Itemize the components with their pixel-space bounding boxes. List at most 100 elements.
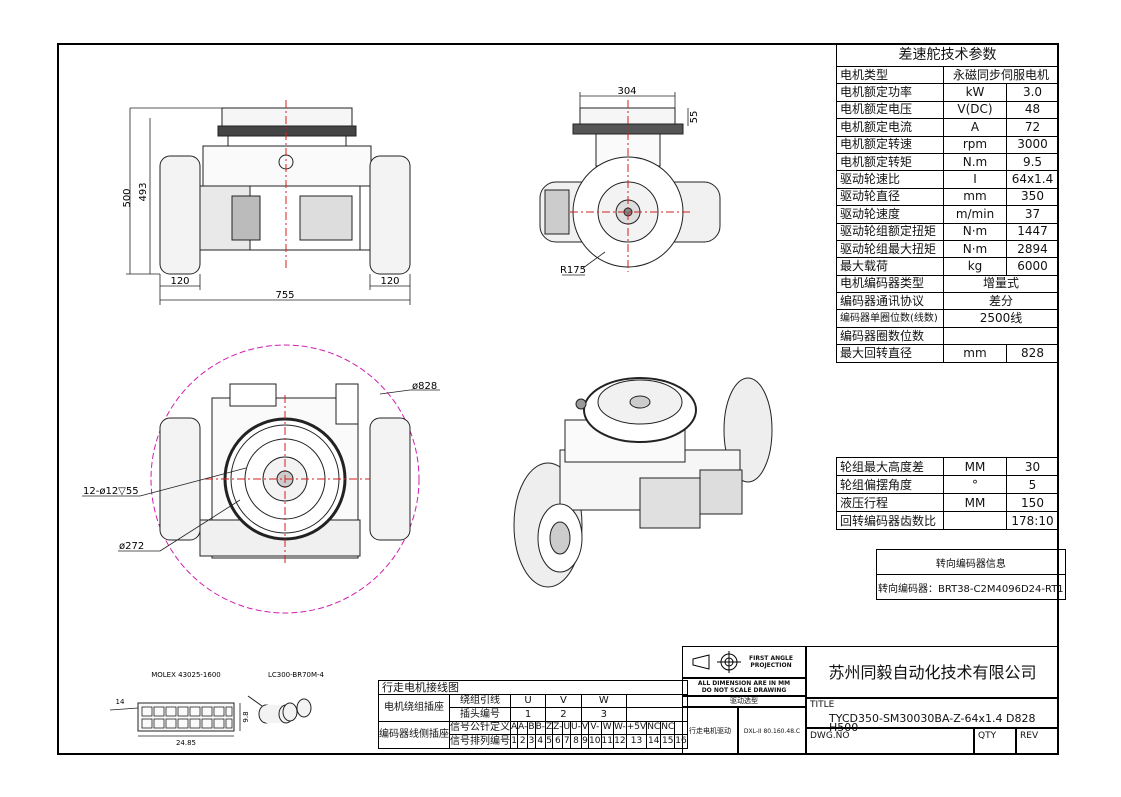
dim-755: 755 [275,290,294,301]
spec-name: 驱动轮组额定扭矩 [836,222,944,241]
dim-r175: R175 [560,265,586,276]
signal-pin-label: 信号公针定义 [449,720,511,735]
signal-pin: A [509,720,519,735]
dim-holes: 12-ø12▽55 [83,486,139,497]
spec-name: 电机额定电压 [836,100,944,120]
signal-pin: Z- [552,720,564,735]
plug-number-label: 插头编号 [449,707,511,722]
spec2-unit: MM [943,493,1007,512]
spec-name: 最大回转直径 [836,344,944,363]
pin-number: 1 [509,734,519,749]
encoder-model: 转向编码器：BRT38-C2M4096D24-RT1 [876,574,1066,600]
phase-lead: W [580,693,627,708]
spec-value: 2500线 [943,309,1059,328]
spec-unit: kW [943,83,1007,102]
encoder-title: 转向编码器信息 [876,549,1066,575]
phase-spacer [625,693,688,708]
phase-spacer [625,707,688,722]
drive-value: DXL-II 80.160.48.C [738,707,806,755]
molex-height: 9.8 [242,711,250,722]
spec-unit: I [943,170,1007,189]
molex-connector [109,702,241,737]
spec-unit: m/min [943,205,1007,224]
spec-name: 驱动轮组最大扭矩 [836,239,944,259]
spec-name: 编码器通讯协议 [836,292,944,311]
winding-lead-label: 绕组引线 [449,693,511,708]
spec-name: 最大载荷 [836,257,944,276]
isometric-view [513,377,773,588]
dim-120-right: 120 [380,276,399,287]
signal-pin: W- [612,720,627,735]
signal-pin: NC [660,720,676,735]
pin-number: 2 [517,734,529,749]
spec-name: 电机额定转矩 [836,152,944,172]
side-view [539,92,721,276]
spec2-name: 轮组最大高度差 [836,457,944,476]
spec-value: 64x1.4 [1006,170,1059,189]
signal-pin: B [527,720,536,735]
spec-row: 编码器圈数位数 [836,326,1059,346]
pin-number: 12 [612,734,627,749]
top-view [82,344,440,614]
spec-row: 电机类型永磁同步伺服电机 [836,65,1059,85]
spec-unit: mm [943,344,1007,363]
pin-number: 15 [660,734,676,749]
spec-name: 电机额定电流 [836,118,944,137]
pin-number: 14 [646,734,662,749]
spec-title: 差速舵技术参数 [836,44,1059,67]
lc-label: LC300-BR70M-4 [268,671,325,679]
signal-pin: Z [544,720,554,735]
drive-type-box: 驱动选型 [682,696,806,707]
signal-pin: NC [646,720,662,735]
spec-value: 37 [1006,205,1059,224]
spec-unit: N·m [943,222,1007,241]
pin-number: 8 [570,734,582,749]
spec-unit: rpm [943,135,1007,154]
spec2-value: 30 [1006,457,1059,476]
spec-unit: V(DC) [943,100,1007,120]
signal-pin: V [580,720,590,735]
phase-plug-number: 2 [545,707,582,722]
spec2-name: 回转编码器齿数比 [836,511,944,530]
signal-pin: B- [534,720,547,735]
spec-value: 6000 [1006,257,1059,276]
pin-number: 5 [544,734,554,749]
signal-order-label: 信号排列编号 [449,734,511,749]
spec-value: 48 [1006,100,1059,120]
signal-pin: U- [570,720,582,735]
spec-name: 编码器单圈位数(线数) [836,309,944,328]
spec-value: 3.0 [1006,83,1059,102]
dim-500: 500 [122,188,133,207]
spec-unit: A [943,118,1007,137]
encoder-info-box: 转向编码器信息 转向编码器：BRT38-C2M4096D24-RT1 [876,549,1066,600]
spec2-value: 5 [1006,475,1059,494]
spec-unit: kg [943,257,1007,276]
spec-name: 电机额定转速 [836,135,944,154]
signal-pin: A- [517,720,529,735]
spec2-unit [943,511,1007,530]
signal-pin: W [600,720,614,735]
spec-unit: N.m [943,152,1007,172]
spec-row: 电机编码器类型增量式 [836,274,1059,294]
spec-name: 驱动轮速比 [836,170,944,189]
projection-line2: PROJECTION [750,662,792,669]
drive-label: 行走电机驱动 [682,707,738,755]
front-view [126,100,411,305]
signal-pin: U [562,720,572,735]
pin-number: 16 [674,734,688,749]
